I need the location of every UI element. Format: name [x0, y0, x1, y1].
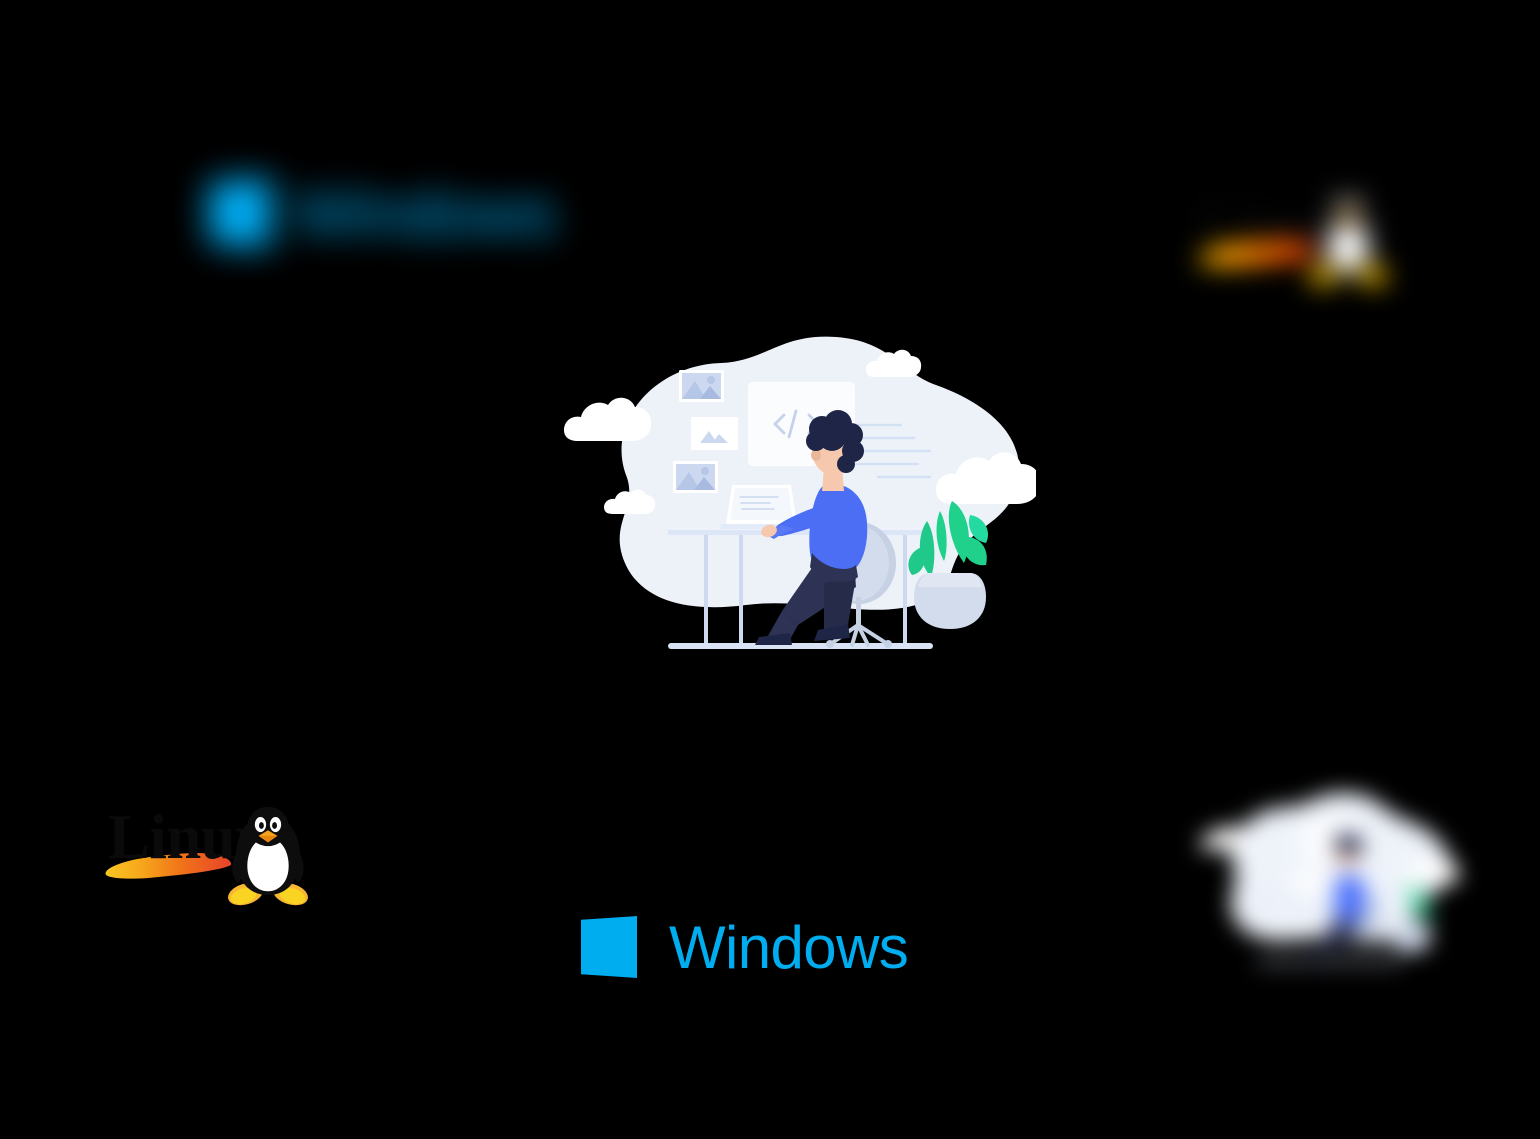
developer-illustration-blurred	[1196, 782, 1458, 982]
tux-penguin-icon	[1302, 184, 1394, 292]
windows-flag-icon	[581, 916, 637, 978]
developer-illustration	[556, 325, 1036, 675]
windows-wordmark: Windows	[669, 914, 909, 981]
laptop	[719, 485, 804, 529]
windows-logo-sharp: Windows	[581, 914, 909, 981]
windows-flag-icon	[209, 178, 271, 248]
image-placeholder-group	[673, 370, 738, 493]
tux-penguin-icon	[221, 802, 315, 907]
linux-logo-blurred: Linux	[1196, 188, 1391, 298]
linux-logo-sharp: Linux	[100, 806, 315, 907]
windows-logo-blurred: Windows	[209, 176, 557, 250]
windows-wordmark: Windows	[293, 176, 557, 250]
person-developer	[755, 410, 868, 645]
potted-plant	[908, 501, 989, 629]
cloud-group	[564, 349, 1036, 514]
text-lines	[854, 423, 932, 479]
